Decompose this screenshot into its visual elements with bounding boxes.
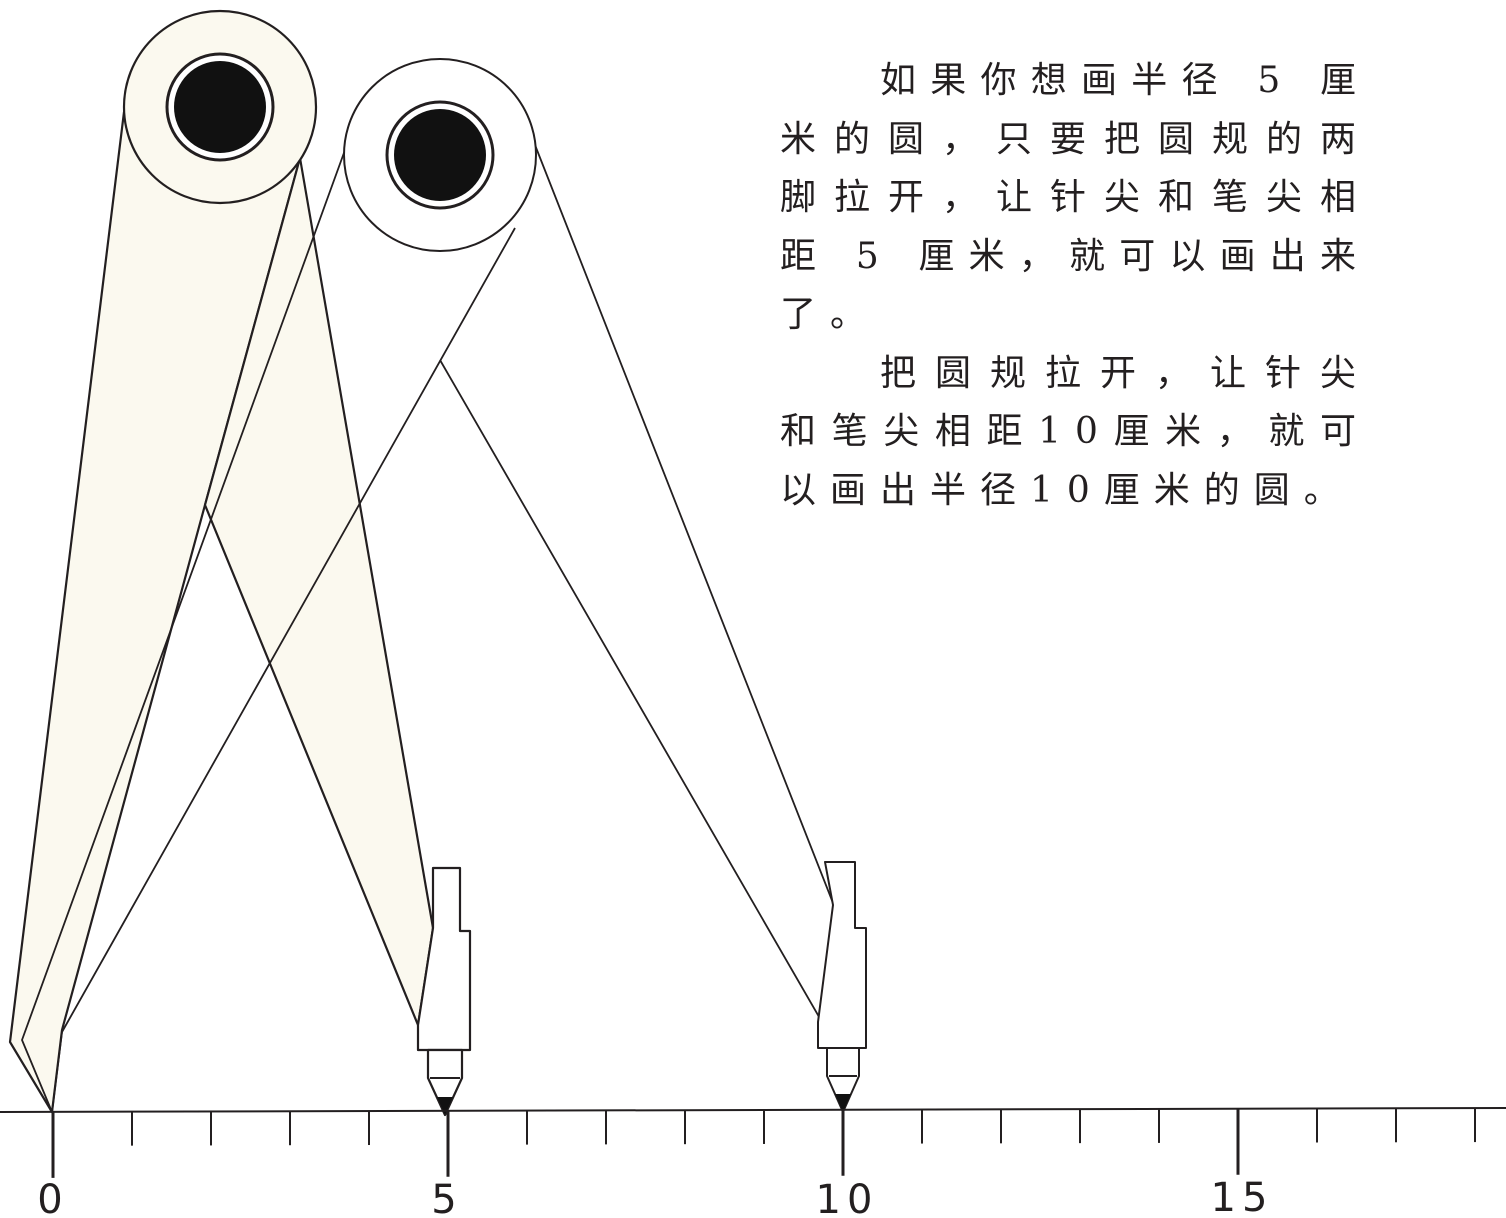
paragraph-radius-10: 把圆规拉开，让针尖和笔尖相距10厘米，就可以画出半径10厘米的圆。 [780, 352, 1370, 511]
ruler: 0 5 10 15 [0, 1107, 1506, 1218]
paragraph-radius-5: 如果你想画半径 5 厘米的圆，只要把圆规的两脚拉开，让针尖和笔尖相距 5 厘米，… [780, 60, 1370, 335]
compass-a-hinge-pin [174, 61, 266, 153]
compass-b-pencil-leg [439, 144, 834, 1023]
compass-a-pencil-cone [426, 1048, 464, 1117]
compass-a-pencil-holder [416, 866, 472, 1052]
ruler-label-10: 10 [816, 1177, 879, 1218]
compass-b-pencil-holder [817, 861, 867, 1049]
ruler-label-5: 5 [431, 1177, 462, 1218]
ruler-labels: 0 5 10 15 [37, 1175, 1274, 1218]
ruler-label-0: 0 [37, 1177, 68, 1218]
compass-b-hinge-pin [394, 109, 486, 201]
explanation-text: 如果你想画半径 5 厘米的圆，只要把圆规的两脚拉开，让针尖和笔尖相距 5 厘米，… [780, 52, 1370, 520]
compass-b-pencil-lead [835, 1094, 851, 1112]
ruler-ticks [51, 1108, 1476, 1178]
ruler-label-15: 15 [1211, 1175, 1274, 1218]
compass-radius-10 [21, 58, 867, 1113]
compass-radius-5 [8, 9, 472, 1117]
compass-a-pencil-lead [437, 1097, 453, 1115]
ruler-baseline [0, 1107, 1506, 1113]
